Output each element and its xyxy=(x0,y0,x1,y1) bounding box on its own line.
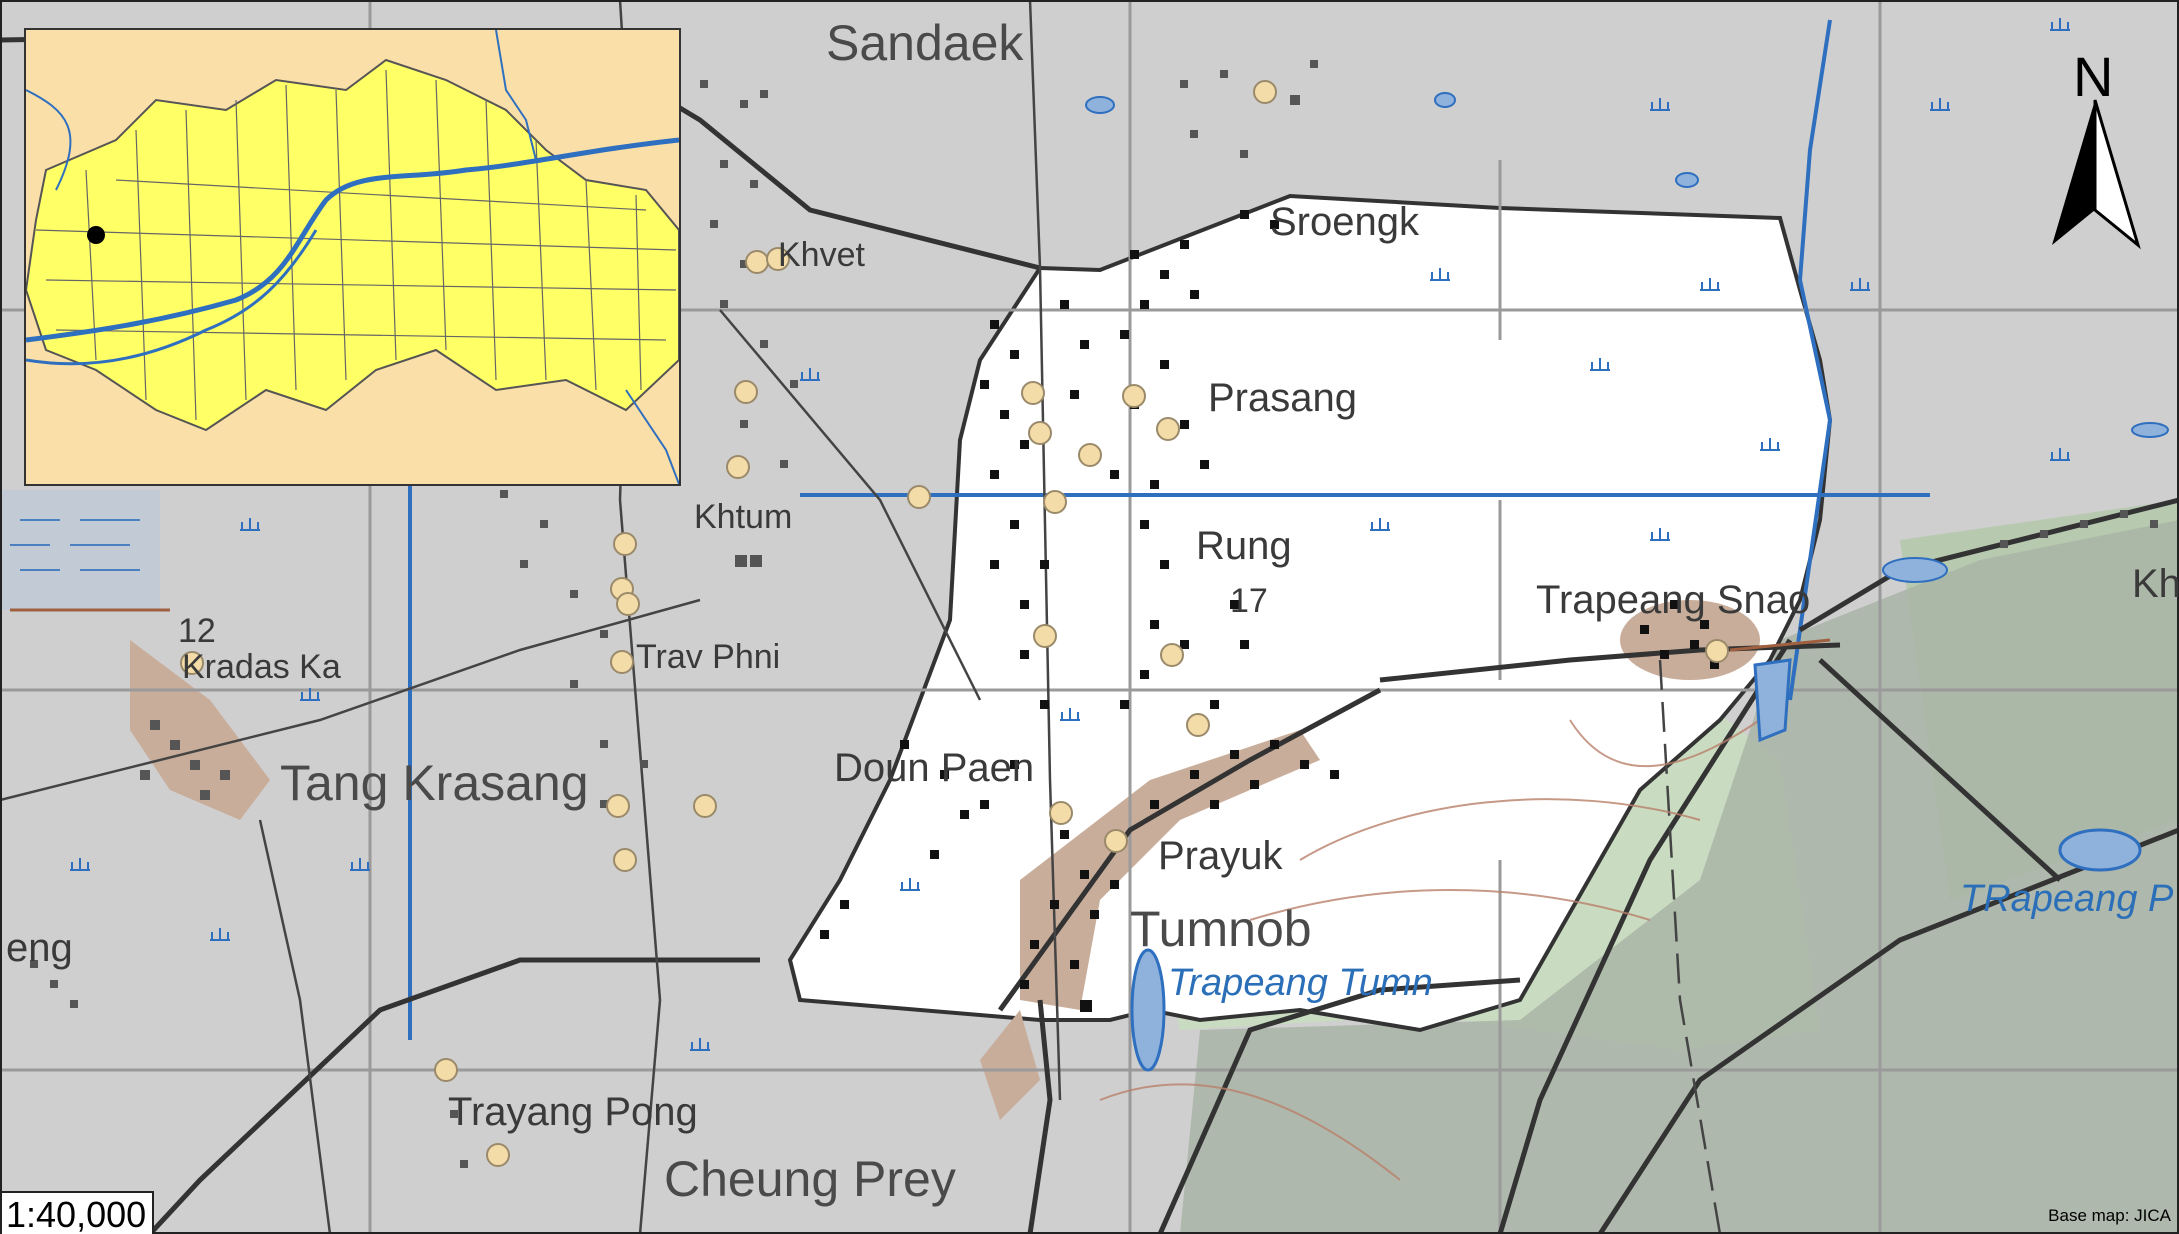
label-prayuk: Prayuk xyxy=(1158,834,1283,878)
label-trapeang-p: TRapeang P xyxy=(1960,878,2174,920)
label-rung-number: 17 xyxy=(1230,582,1268,620)
label-kh: Kh xyxy=(2132,562,2179,606)
basemap-credit: Base map: JICA xyxy=(2048,1206,2171,1225)
label-khvet: Khvet xyxy=(778,236,865,274)
label-kradas-ka: Kradas Ka xyxy=(182,648,341,686)
label-sroengk: Sroengk xyxy=(1270,200,1419,244)
label-trav-phni: Trav Phni xyxy=(636,638,781,676)
label-eng: eng xyxy=(6,926,73,970)
label-rung: Rung xyxy=(1196,524,1292,568)
label-tumnob: Tumnob xyxy=(1130,901,1312,957)
label-sandaek: Sandaek xyxy=(826,15,1024,71)
inset-map-svg xyxy=(26,30,679,484)
label-trayang-pong: Trayang Pong xyxy=(448,1090,698,1134)
label-doun-paen: Doun Paen xyxy=(834,746,1035,790)
north-arrow-icon xyxy=(2052,99,2141,250)
label-khtum: Khtum xyxy=(694,498,793,536)
label-number-12: 12 xyxy=(178,612,216,650)
label-trapeang-snao: Trapeang Snao xyxy=(1536,578,1811,622)
label-tang-krasang: Tang Krasang xyxy=(280,755,589,811)
label-trapeang-tumnob: Trapeang Tumn xyxy=(1168,962,1433,1004)
north-label: N xyxy=(2073,45,2114,108)
label-cheung-prey: Cheung Prey xyxy=(664,1151,956,1207)
scale-label: 1:40,000 xyxy=(0,1191,155,1234)
label-prasang: Prasang xyxy=(1208,376,1357,420)
inset-locator-map xyxy=(24,28,681,486)
